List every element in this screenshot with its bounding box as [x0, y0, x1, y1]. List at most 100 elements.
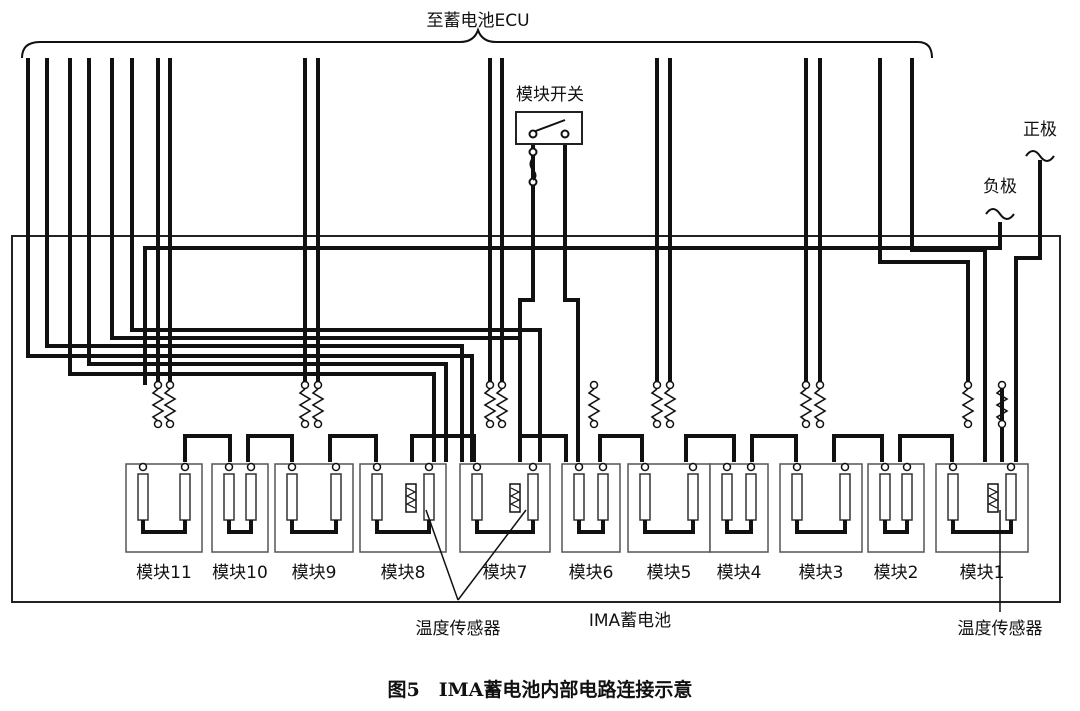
cell-terminal — [287, 462, 297, 472]
fuse — [163, 380, 177, 429]
cell-link — [375, 520, 431, 534]
cell-terminal — [688, 462, 698, 472]
cell — [1005, 473, 1017, 521]
cell-link — [141, 520, 187, 534]
cell-link — [725, 520, 753, 534]
cell-link — [883, 520, 909, 534]
temp-sensor-label-left: 温度传感器 — [416, 619, 501, 639]
cell-terminal — [331, 462, 341, 472]
module-label: 模块3 — [799, 563, 844, 583]
cell-terminal — [180, 462, 190, 472]
cell-terminal — [138, 462, 148, 472]
module-label: 模块10 — [212, 563, 268, 583]
cell — [330, 473, 342, 521]
fuse — [311, 380, 325, 429]
figure-caption: 图5 IMA蓄电池内部电路连接示意 — [388, 678, 693, 701]
cell — [879, 473, 891, 521]
cell — [901, 473, 913, 521]
module-label: 模块7 — [483, 563, 528, 583]
fuse — [799, 380, 813, 429]
cell-link — [795, 520, 847, 534]
cell-terminal — [722, 462, 732, 472]
cell-terminal — [424, 462, 434, 472]
fuse — [483, 380, 497, 429]
fuse — [587, 380, 601, 429]
positive-terminal-symbol — [1025, 150, 1055, 162]
module-label: 模块1 — [960, 563, 1005, 583]
cell — [639, 473, 651, 521]
cell-terminal — [372, 462, 382, 472]
cell — [527, 473, 539, 521]
temperature-sensor-symbol — [405, 487, 417, 509]
module-1: 模块1 — [935, 462, 1029, 583]
cell-terminal — [528, 462, 538, 472]
fuse — [495, 380, 509, 429]
module-label: 模块6 — [569, 563, 614, 583]
cell — [223, 473, 235, 521]
module-label: 模块9 — [292, 563, 337, 583]
cell-terminal — [902, 462, 912, 472]
cell-terminal — [598, 462, 608, 472]
positive-label: 正极 — [1023, 120, 1057, 140]
cell — [791, 473, 803, 521]
cell-terminal — [840, 462, 850, 472]
module-switch-box — [515, 111, 583, 145]
temp-sensor-callout-left — [425, 509, 527, 601]
module-11: 模块11 — [125, 462, 203, 583]
module-8: 模块8 — [359, 462, 447, 583]
module-5: 模块5 — [627, 462, 711, 583]
cell — [745, 473, 757, 521]
battery-enclosure — [11, 235, 1061, 603]
temp-sensor-label-right: 温度传感器 — [958, 619, 1043, 639]
fuse — [298, 380, 312, 429]
module-box — [867, 463, 925, 553]
module-2: 模块2 — [867, 462, 925, 583]
cell — [423, 473, 435, 521]
module-label: 模块11 — [136, 563, 192, 583]
cell-link — [227, 520, 253, 534]
negative-label: 负极 — [983, 177, 1017, 197]
battery-label: IMA蓄电池 — [589, 611, 671, 631]
module-switch-contacts — [528, 119, 570, 187]
module-label: 模块4 — [717, 563, 762, 583]
cell — [597, 473, 609, 521]
fuse — [995, 380, 1009, 429]
cell-link — [290, 520, 338, 534]
cell — [573, 473, 585, 521]
temperature-sensor-symbol — [509, 487, 521, 509]
ecu-brace — [21, 26, 933, 59]
cell — [179, 473, 191, 521]
fuse — [650, 380, 664, 429]
module-6: 模块6 — [561, 462, 621, 583]
module-box — [561, 463, 621, 553]
cell-terminal — [1006, 462, 1016, 472]
cell-terminal — [948, 462, 958, 472]
cell-terminal — [640, 462, 650, 472]
fuse — [961, 380, 975, 429]
module-7: 模块7 — [459, 462, 551, 583]
cell — [471, 473, 483, 521]
temperature-sensor-symbol — [987, 487, 999, 509]
cell-link — [577, 520, 605, 534]
cell-link — [951, 520, 1013, 534]
module-9: 模块9 — [274, 462, 354, 583]
fuse-group — [151, 380, 1009, 429]
module-row: 模块11 模块10 模块9 模块8 模块7 模块6 模块5 模块4 模块3 模块2 模块1 — [125, 462, 1029, 583]
cell-terminal — [574, 462, 584, 472]
fuse — [663, 380, 677, 429]
module-label: 模块5 — [647, 563, 692, 583]
cell-terminal — [224, 462, 234, 472]
cell-terminal — [746, 462, 756, 472]
ecu-label: 至蓄电池ECU — [426, 11, 529, 31]
module-label: 模块8 — [381, 563, 426, 583]
cell-terminal — [792, 462, 802, 472]
cell — [137, 473, 149, 521]
cell-link — [475, 520, 535, 534]
cell — [687, 473, 699, 521]
fuse — [813, 380, 827, 429]
cell — [839, 473, 851, 521]
cell-link — [643, 520, 695, 534]
cell-terminal — [880, 462, 890, 472]
cell — [286, 473, 298, 521]
